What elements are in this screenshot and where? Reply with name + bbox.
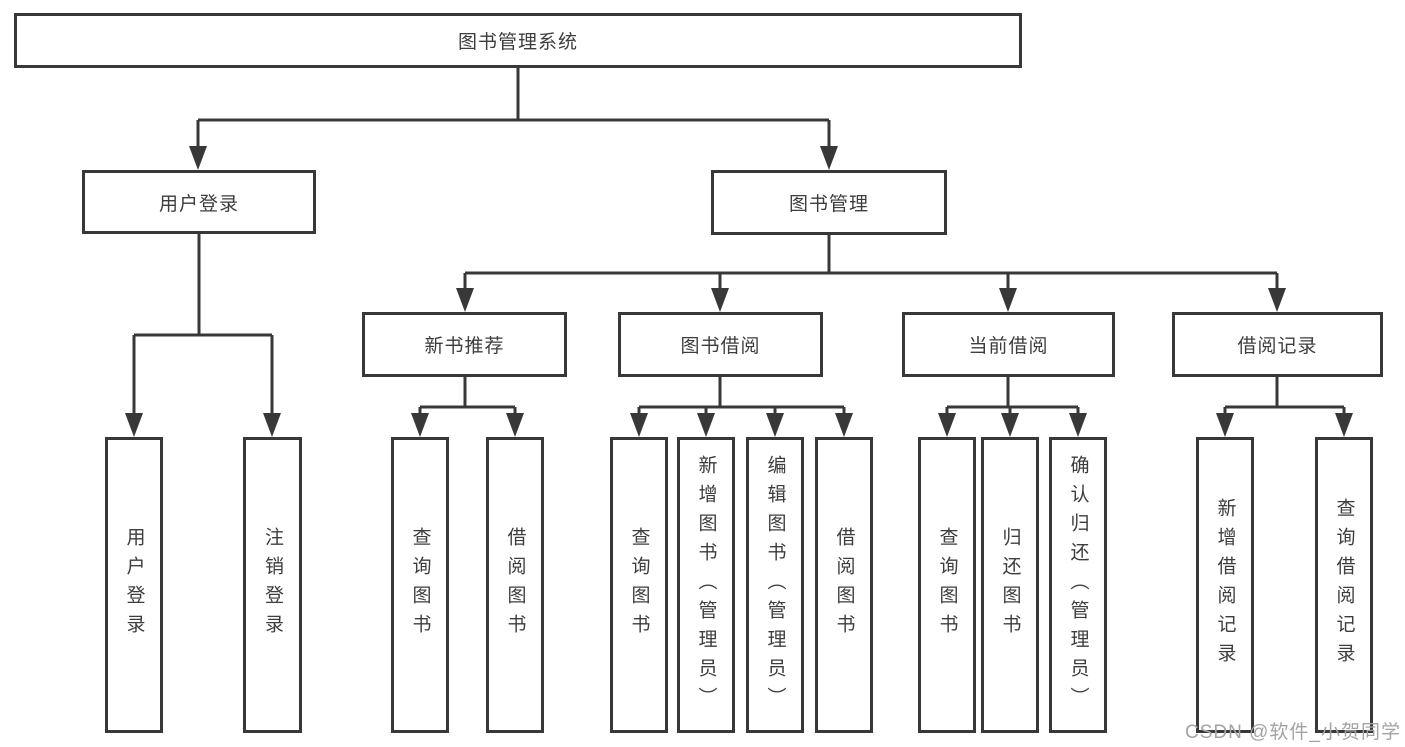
leaf-return-book: 归还图书 <box>981 437 1039 733</box>
leaf-logout: 注销登录 <box>243 437 302 733</box>
leaf-borrow-book: 借阅图书 <box>815 437 873 733</box>
leaf-add-book-admin: 新增图书（管理员） <box>677 437 735 733</box>
leaf-borrow-book-recommend: 借阅图书 <box>486 437 544 733</box>
leaf-query-book-current: 查询图书 <box>918 437 976 733</box>
node-new-book-recommend: 新书推荐 <box>362 312 567 377</box>
leaf-query-book-recommend: 查询图书 <box>391 437 449 733</box>
arrowheads <box>125 146 1353 437</box>
leaf-user-login: 用户登录 <box>105 437 163 733</box>
node-book-borrow: 图书借阅 <box>618 312 823 377</box>
node-current-borrow: 当前借阅 <box>902 312 1115 377</box>
leaf-add-borrow-record: 新增借阅记录 <box>1196 437 1254 733</box>
node-library-system: 图书管理系统 <box>14 13 1022 68</box>
node-user-login: 用户登录 <box>82 170 316 234</box>
leaf-confirm-return-admin: 确认归还（管理员） <box>1049 437 1107 733</box>
node-book-management: 图书管理 <box>711 170 947 235</box>
node-borrow-records: 借阅记录 <box>1172 312 1383 377</box>
csdn-watermark: CSDN @软件_小贺同学 <box>1185 722 1401 743</box>
leaf-query-borrow-record: 查询借阅记录 <box>1315 437 1373 733</box>
leaf-edit-book-admin: 编辑图书（管理员） <box>746 437 804 733</box>
leaf-query-book-borrow: 查询图书 <box>610 437 668 733</box>
